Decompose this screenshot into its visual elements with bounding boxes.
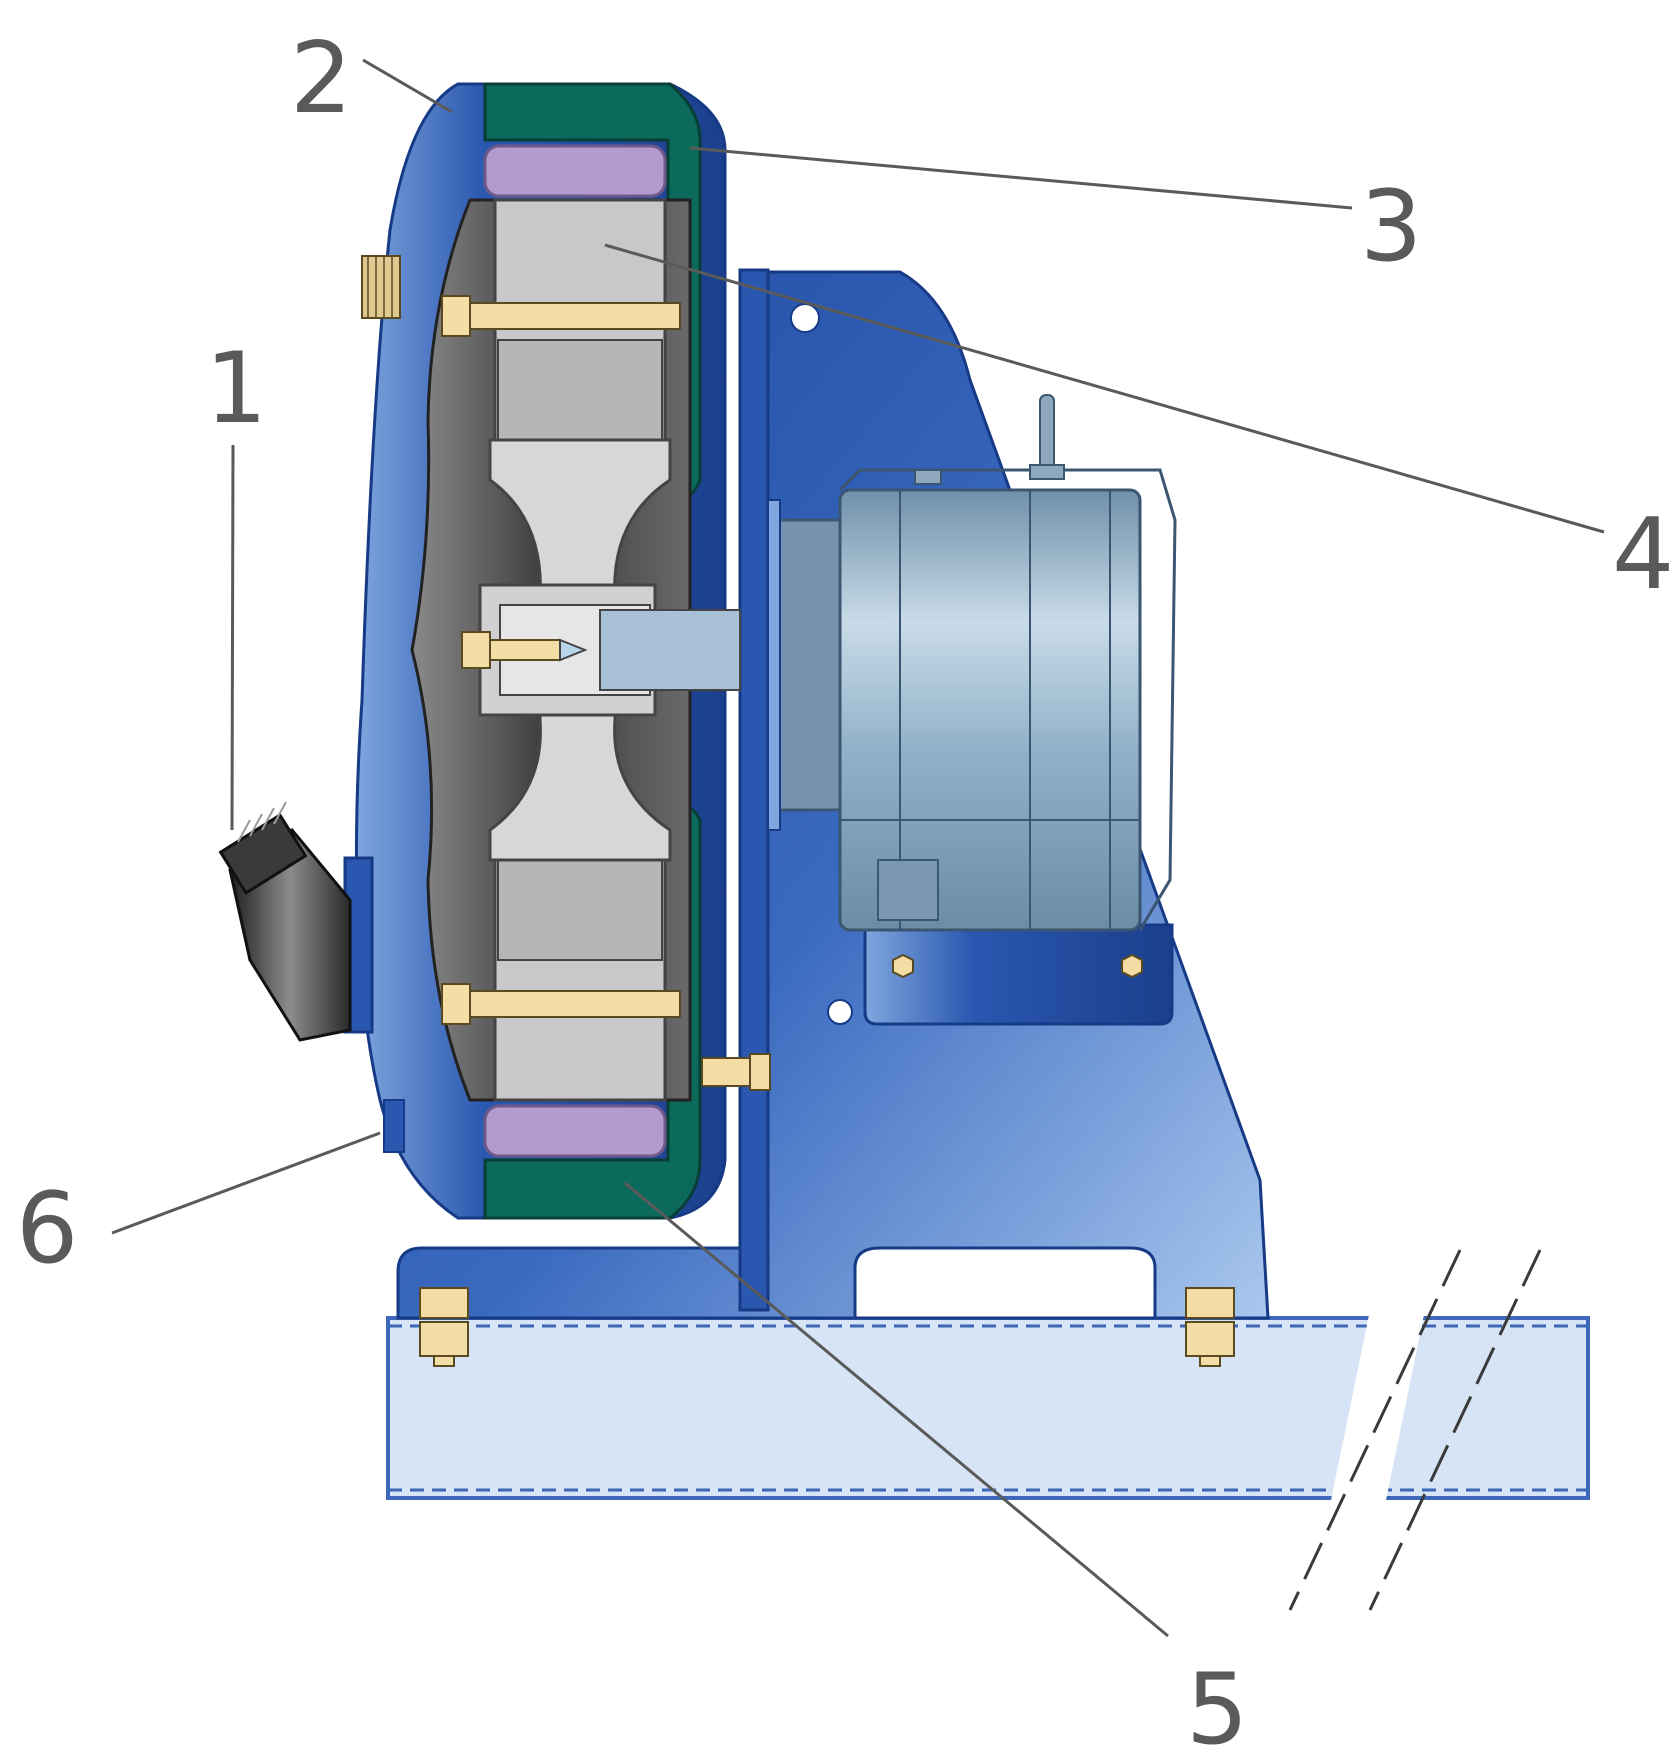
base-bolts <box>419 1287 1235 1367</box>
leader-4 <box>604 243 1605 534</box>
callout-2: 2 <box>290 22 352 136</box>
pump-hose <box>483 144 667 1158</box>
base-frame <box>386 1249 1590 1611</box>
leader-3 <box>689 146 1353 210</box>
mounting-flange <box>738 268 781 1312</box>
gear-motor <box>773 394 1177 932</box>
callout-labels: 1 2 3 4 5 6 <box>16 22 1674 1760</box>
hose-connector <box>218 801 374 1042</box>
leader-5 <box>624 1181 1169 1638</box>
callout-3: 3 <box>1360 170 1422 284</box>
leader-6 <box>111 1131 381 1235</box>
callout-4: 4 <box>1612 498 1674 612</box>
shoe-bolts <box>441 295 771 1091</box>
callout-5: 5 <box>1186 1653 1248 1755</box>
leader-lines <box>111 58 1605 1638</box>
callout-6: 6 <box>16 1172 78 1286</box>
callout-1: 1 <box>205 332 267 446</box>
leader-1 <box>230 444 235 831</box>
leader-2 <box>362 58 453 114</box>
